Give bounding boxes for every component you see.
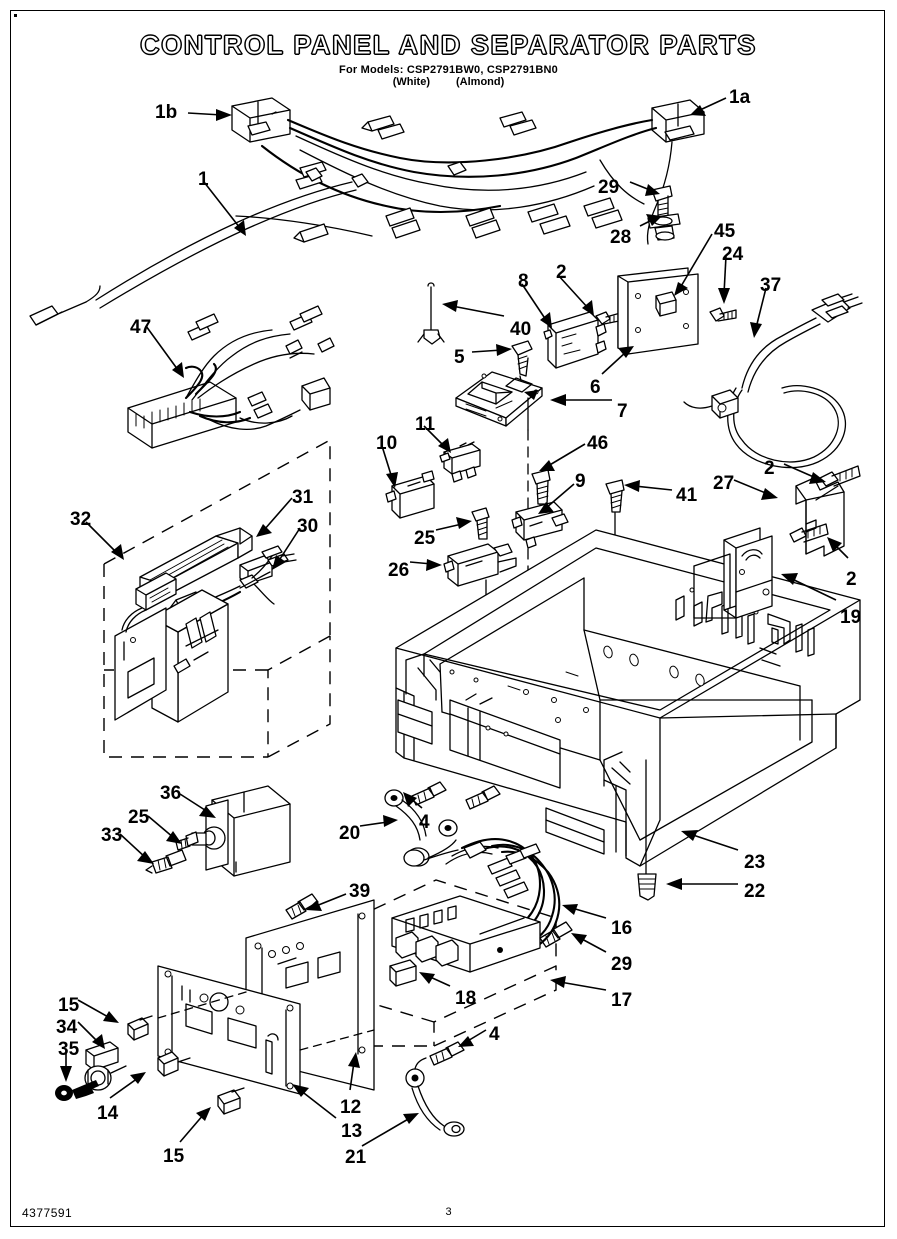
callout-2: 2 [764, 458, 775, 479]
screw-29b-art [539, 921, 573, 948]
transformer-36-art [145, 785, 291, 877]
callout-5: 5 [454, 347, 465, 368]
knob-14-art [157, 1051, 191, 1077]
ribbon-cable-31-art [135, 527, 253, 611]
callout-25: 25 [128, 807, 150, 828]
color-almond-label: (Almond) [456, 76, 505, 88]
callout-2: 2 [556, 262, 567, 283]
separator-frame-23-art [395, 529, 861, 901]
callout-27: 27 [713, 473, 735, 494]
callout-11: 11 [415, 414, 436, 435]
cable-bundle-16-art [389, 838, 561, 987]
callout-29: 29 [598, 177, 620, 198]
models-line: For Models: CSP2791BW0, CSP2791BN0 [339, 64, 558, 76]
callout-2: 2 [846, 569, 857, 590]
bracket-27-art [789, 465, 861, 557]
callout-15: 15 [163, 1146, 185, 1167]
registration-mark [14, 14, 17, 17]
callout-13: 13 [341, 1121, 363, 1142]
callout-26: 26 [388, 560, 410, 581]
callout-7: 7 [617, 401, 628, 422]
callout-9: 9 [575, 471, 586, 492]
clip-40-art [417, 282, 445, 345]
callout-14: 14 [97, 1103, 119, 1124]
ground-wire-21-art [405, 1057, 465, 1137]
switch-9-art [511, 501, 569, 549]
page-title: CONTROL PANEL AND SEPARATOR PARTS [140, 30, 757, 61]
bracket-19-art [693, 527, 773, 619]
key-35-art [55, 1080, 99, 1101]
callout-32: 32 [70, 509, 92, 530]
callout-4: 4 [419, 812, 430, 833]
footer-part-number: 4377591 [22, 1206, 73, 1220]
callout-17: 17 [611, 990, 633, 1011]
callout-18: 18 [455, 988, 477, 1009]
callout-1a: 1a [729, 87, 751, 108]
callout-24: 24 [722, 244, 744, 265]
callout-31: 31 [292, 487, 314, 508]
callout-47: 47 [130, 317, 152, 338]
callout-33: 33 [101, 825, 123, 846]
callout-46: 46 [587, 433, 609, 454]
callout-1b: 1b [155, 102, 178, 123]
callout-37: 37 [760, 275, 782, 296]
callout-41: 41 [676, 485, 698, 506]
callout-25: 25 [414, 528, 436, 549]
relay-block-art [391, 895, 541, 973]
callout-36: 36 [160, 783, 182, 804]
callout-10: 10 [376, 433, 398, 454]
callout-29: 29 [611, 954, 633, 975]
callout-20: 20 [339, 823, 361, 844]
callout-21: 21 [345, 1147, 367, 1168]
relay-8-art [543, 311, 607, 369]
callout-19: 19 [840, 607, 862, 628]
page-border [10, 10, 885, 1227]
callout-6: 6 [590, 377, 601, 398]
control-board-7-art [455, 371, 543, 701]
console-panel-art [157, 899, 375, 1095]
screw-25a-art [471, 507, 490, 540]
callout-23: 23 [744, 852, 766, 873]
callout-30: 30 [297, 516, 319, 537]
callout-40: 40 [510, 319, 532, 340]
callout-28: 28 [610, 227, 632, 248]
callout-12: 12 [340, 1097, 362, 1118]
switch-10-art [385, 470, 435, 519]
callout-16: 16 [611, 918, 633, 939]
color-white-label: (White) [392, 76, 430, 88]
callout-1: 1 [198, 169, 209, 190]
callout-39: 39 [349, 881, 371, 902]
callout-34: 34 [56, 1017, 78, 1038]
ground-wire-20-art [384, 781, 501, 867]
color-variants: (White) (Almond) [0, 76, 897, 88]
knob-15b-art [217, 1087, 245, 1115]
callout-45: 45 [714, 221, 736, 242]
wire-harness-47-art [127, 305, 335, 449]
screw-39-art [285, 893, 319, 920]
callout-15: 15 [58, 995, 80, 1016]
knob-15a-art [127, 1015, 153, 1041]
callout-35: 35 [58, 1039, 80, 1060]
callout-8: 8 [518, 271, 529, 292]
footer-page-number: 3 [445, 1206, 452, 1218]
callout-4: 4 [489, 1024, 500, 1045]
inner-board-art [114, 589, 229, 723]
wire-harness-main-art [29, 97, 705, 326]
callout-22: 22 [744, 881, 766, 902]
switch-11-art [439, 441, 481, 483]
power-cord-37-art [683, 293, 863, 469]
callout-leaders [60, 97, 849, 1147]
separator-bracket-6-art [617, 267, 737, 355]
